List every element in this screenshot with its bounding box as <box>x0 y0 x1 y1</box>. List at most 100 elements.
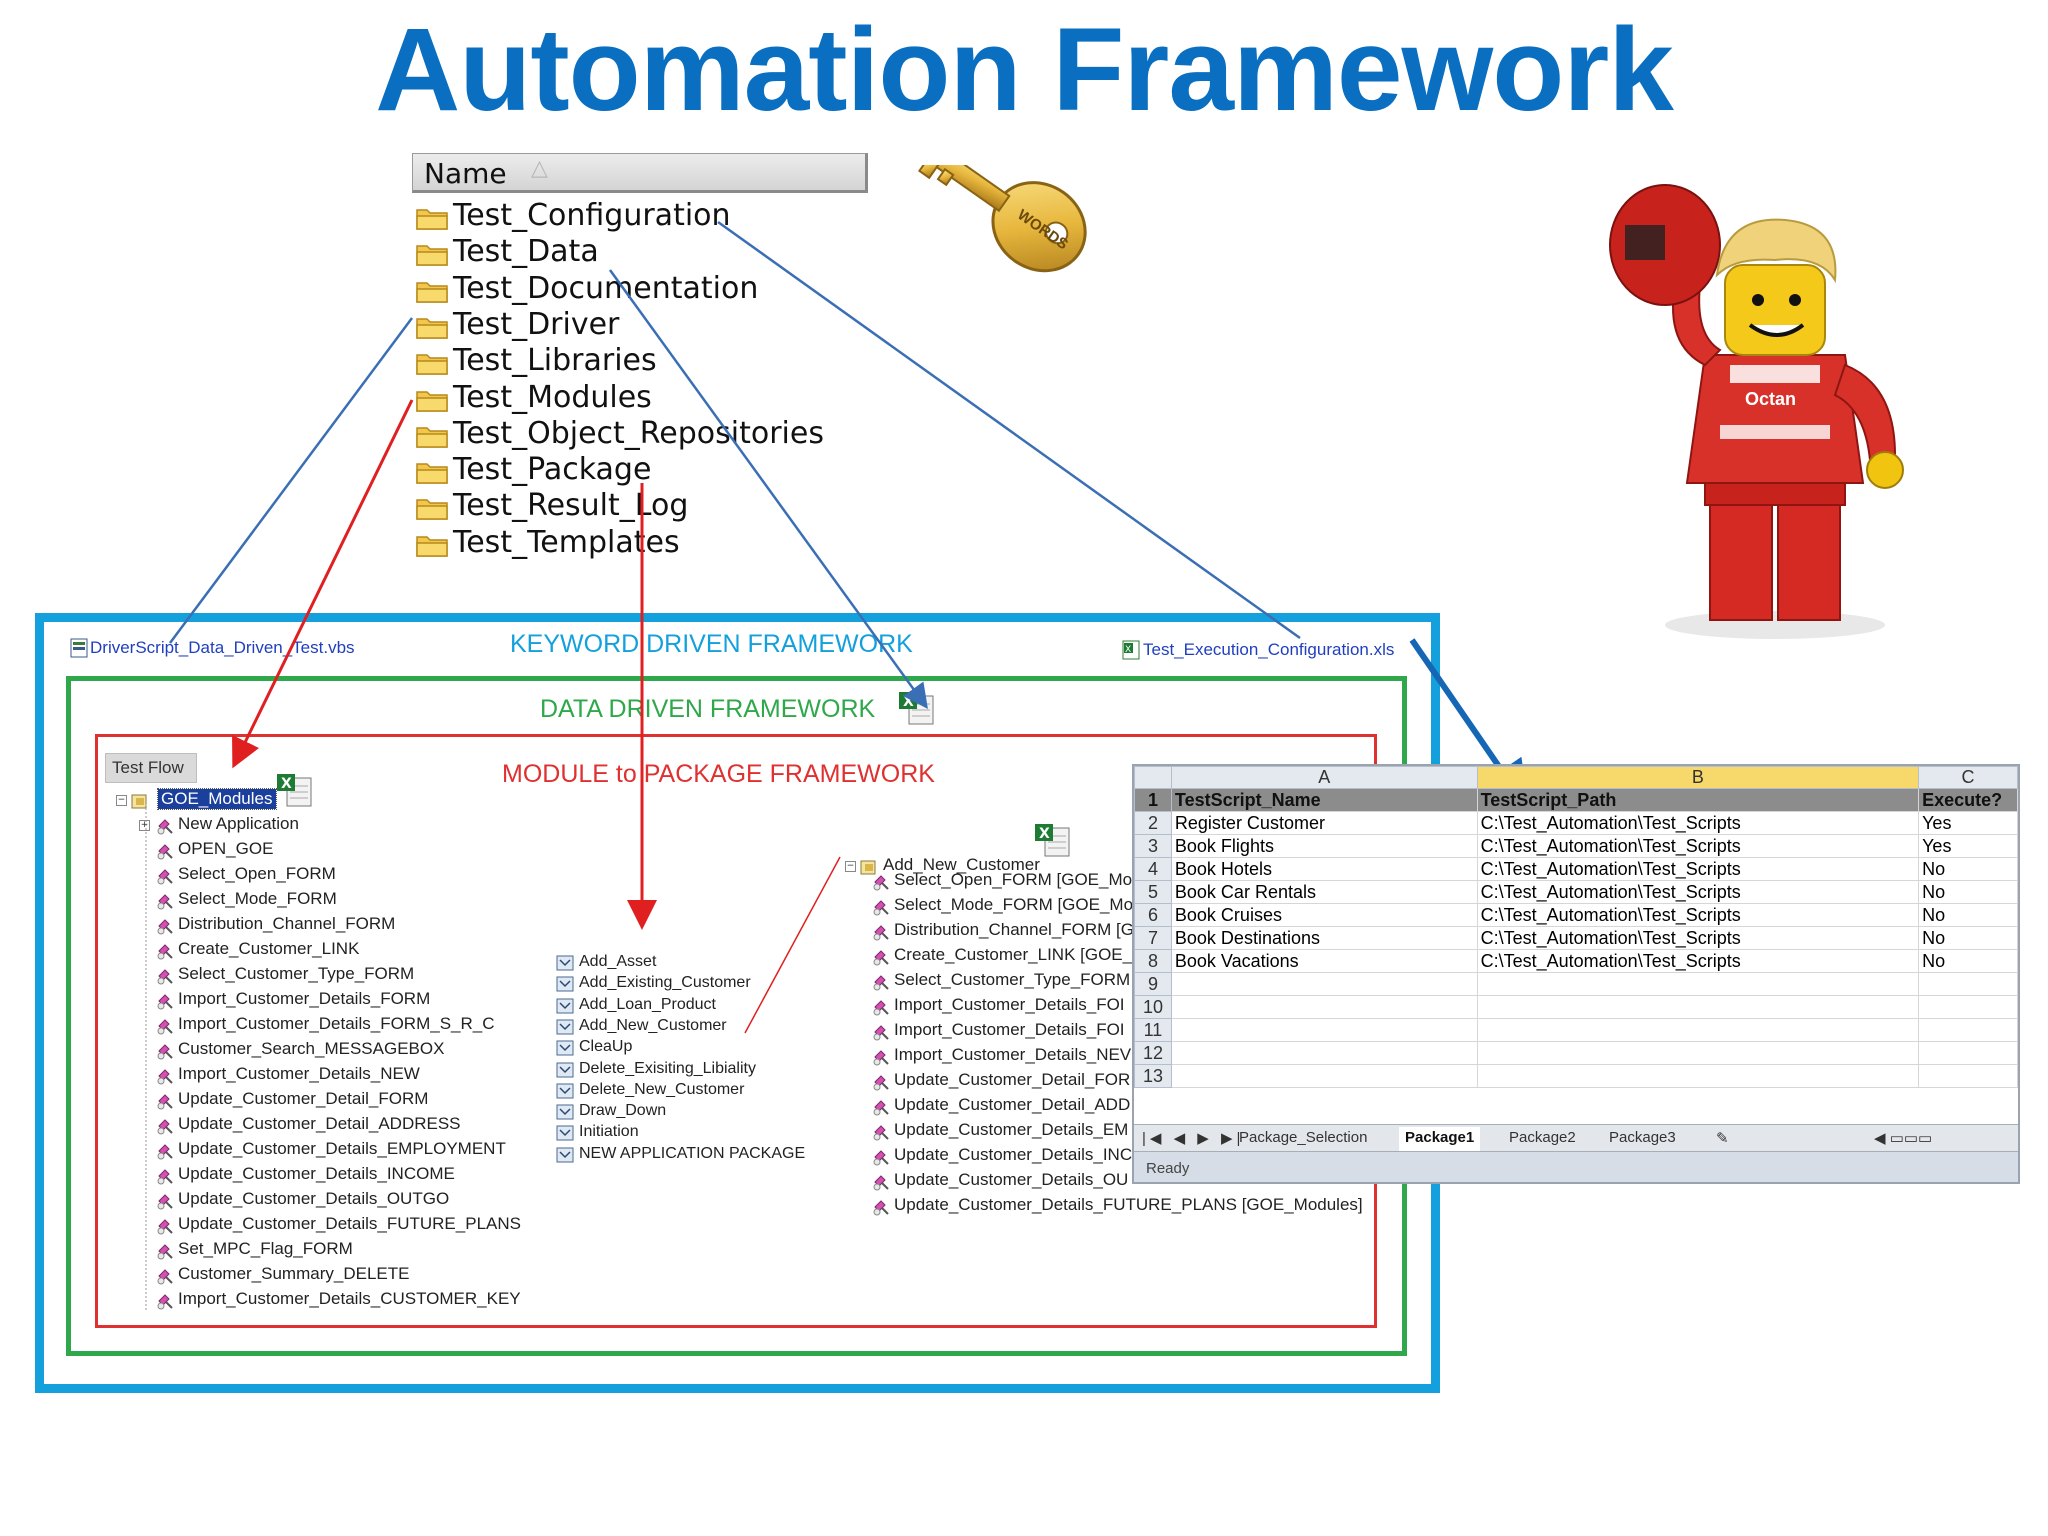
execution-config-file-link[interactable]: Test_Execution_Configuration.xls <box>1143 640 1395 659</box>
expand-icon[interactable]: + <box>139 820 150 831</box>
table-cell[interactable] <box>1476 995 1920 1019</box>
test-flow-item-label: Select_Open_FORM <box>178 864 336 883</box>
table-row: 9 <box>1134 972 2018 996</box>
action-icon <box>157 969 173 985</box>
action-icon <box>157 944 173 960</box>
sheet-tab-package3[interactable]: Package3 <box>1609 1129 1676 1146</box>
table-cell[interactable]: Register Customer <box>1170 811 1478 835</box>
table-cell[interactable]: Yes <box>1918 811 2018 835</box>
table-cell[interactable]: C:\Test_Automation\Test_Scripts <box>1476 949 1920 973</box>
table-cell[interactable] <box>1918 1064 2018 1088</box>
svg-text:X: X <box>903 694 914 710</box>
action-icon <box>157 1044 173 1060</box>
package-detail-item-label: Update_Customer_Details_EM <box>894 1120 1129 1139</box>
table-cell[interactable]: Book Cruises <box>1170 903 1478 927</box>
table-cell[interactable] <box>1476 972 1920 996</box>
test-flow-item-label: Update_Customer_Details_INCOME <box>178 1164 455 1183</box>
svg-text:X: X <box>1125 645 1131 655</box>
package-detail-item-label: Create_Customer_LINK [GOE_ <box>894 945 1133 964</box>
package-detail-item-label: Import_Customer_Details_NEV <box>894 1045 1132 1064</box>
package-item-label: Add_New_Customer <box>579 1016 727 1034</box>
test-flow-item-label: Import_Customer_Details_NEW <box>178 1064 420 1083</box>
package-item-label: NEW APPLICATION PACKAGE <box>579 1144 806 1162</box>
add-new-customer-label: Add_New_Customer <box>883 855 1040 874</box>
package-item-label: Add_Loan_Product <box>579 995 716 1013</box>
status-bar: Ready <box>1134 1151 2018 1182</box>
action-icon <box>873 1125 889 1141</box>
table-cell[interactable]: No <box>1918 857 2018 881</box>
action-icon <box>873 1200 889 1216</box>
table-cell[interactable] <box>1476 1064 1920 1088</box>
table-cell[interactable]: C:\Test_Automation\Test_Scripts <box>1476 811 1920 835</box>
column-header-c[interactable]: C <box>1918 766 2018 789</box>
test-flow-item-label: Update_Customer_Details_EMPLOYMENT <box>178 1139 506 1158</box>
table-cell[interactable]: C:\Test_Automation\Test_Scripts <box>1476 857 1920 881</box>
test-flow-tab[interactable]: Test Flow <box>105 753 197 783</box>
table-cell[interactable]: C:\Test_Automation\Test_Scripts <box>1476 926 1920 950</box>
table-cell[interactable]: Book Car Rentals <box>1170 880 1478 904</box>
header-cell[interactable]: TestScript_Path <box>1476 788 1920 812</box>
row-number: 4 <box>1134 857 1172 881</box>
test-flow-item-label: Distribution_Channel_FORM <box>178 914 396 933</box>
excel-file-icon: X <box>899 692 934 725</box>
row-number: 13 <box>1134 1064 1172 1088</box>
action-icon <box>873 1150 889 1166</box>
table-cell[interactable] <box>1170 972 1478 996</box>
action-icon <box>157 1019 173 1035</box>
test-flow-item-label: Update_Customer_Details_OUTGO <box>178 1189 450 1208</box>
collapse-icon[interactable]: − <box>845 861 856 872</box>
sheet-tab-package2[interactable]: Package2 <box>1509 1129 1576 1146</box>
header-cell[interactable]: TestScript_Name <box>1170 788 1478 812</box>
package-item-label: Add_Existing_Customer <box>579 974 751 992</box>
sheet-tab-package-selection[interactable]: Package_Selection <box>1239 1129 1368 1146</box>
package-icon <box>556 955 574 971</box>
table-cell[interactable]: Book Vacations <box>1170 949 1478 973</box>
action-icon <box>873 875 889 891</box>
folder-icon <box>416 354 448 375</box>
table-cell[interactable] <box>1918 995 2018 1019</box>
collapse-icon[interactable]: − <box>116 795 127 806</box>
table-cell[interactable] <box>1170 1041 1478 1065</box>
sheet-nav-arrows-icon[interactable]: |◀ ◀ ▶ ▶| <box>1142 1130 1245 1147</box>
package-detail-item-label: Import_Customer_Details_FOI <box>894 995 1125 1014</box>
module-framework-label: MODULE to PACKAGE FRAMEWORK <box>502 760 935 788</box>
table-cell[interactable]: No <box>1918 903 2018 927</box>
table-cell[interactable] <box>1476 1018 1920 1042</box>
key-icon: WORDS <box>918 165 1087 273</box>
table-cell[interactable]: Book Flights <box>1170 834 1478 858</box>
table-cell[interactable] <box>1170 1018 1478 1042</box>
table-cell[interactable]: No <box>1918 949 2018 973</box>
table-cell[interactable]: C:\Test_Automation\Test_Scripts <box>1476 834 1920 858</box>
table-cell[interactable]: No <box>1918 880 2018 904</box>
row-number: 8 <box>1134 949 1172 973</box>
table-cell[interactable]: C:\Test_Automation\Test_Scripts <box>1476 880 1920 904</box>
action-icon <box>157 1094 173 1110</box>
table-cell[interactable] <box>1918 1041 2018 1065</box>
table-cell[interactable]: No <box>1918 926 2018 950</box>
table-cell[interactable]: Yes <box>1918 834 2018 858</box>
package-icon <box>556 976 574 992</box>
table-cell[interactable]: Book Destinations <box>1170 926 1478 950</box>
table-cell[interactable] <box>1918 1018 2018 1042</box>
table-cell[interactable] <box>1476 1041 1920 1065</box>
driver-script-file-link[interactable]: DriverScript_Data_Driven_Test.vbs <box>90 638 355 657</box>
table-cell[interactable]: Book Hotels <box>1170 857 1478 881</box>
svg-text:Octan: Octan <box>1745 389 1796 409</box>
test-flow-item-label: Select_Customer_Type_FORM <box>178 964 415 983</box>
table-cell[interactable] <box>1170 995 1478 1019</box>
column-header-a[interactable]: A <box>1170 766 1478 789</box>
sheet-tab-package1[interactable]: Package1 <box>1399 1127 1481 1151</box>
name-column-header[interactable]: Name △ <box>412 153 868 193</box>
insert-sheet-icon[interactable]: ✎ <box>1716 1130 1729 1147</box>
table-cell[interactable] <box>1170 1064 1478 1088</box>
table-row: 13 <box>1134 1064 2018 1088</box>
test-flow-item-label: Set_MPC_Flag_FORM <box>178 1239 353 1258</box>
package-detail-item-label: Import_Customer_Details_FOI <box>894 1020 1125 1039</box>
column-header-b[interactable]: B <box>1476 766 1920 789</box>
header-cell[interactable]: Execute? <box>1918 788 2018 812</box>
horizontal-scrollbar[interactable]: ◀ ▭▭▭ <box>1874 1130 1933 1147</box>
table-cell[interactable] <box>1918 972 2018 996</box>
table-cell[interactable]: C:\Test_Automation\Test_Scripts <box>1476 903 1920 927</box>
package-item-label: CleaUp <box>579 1038 633 1056</box>
